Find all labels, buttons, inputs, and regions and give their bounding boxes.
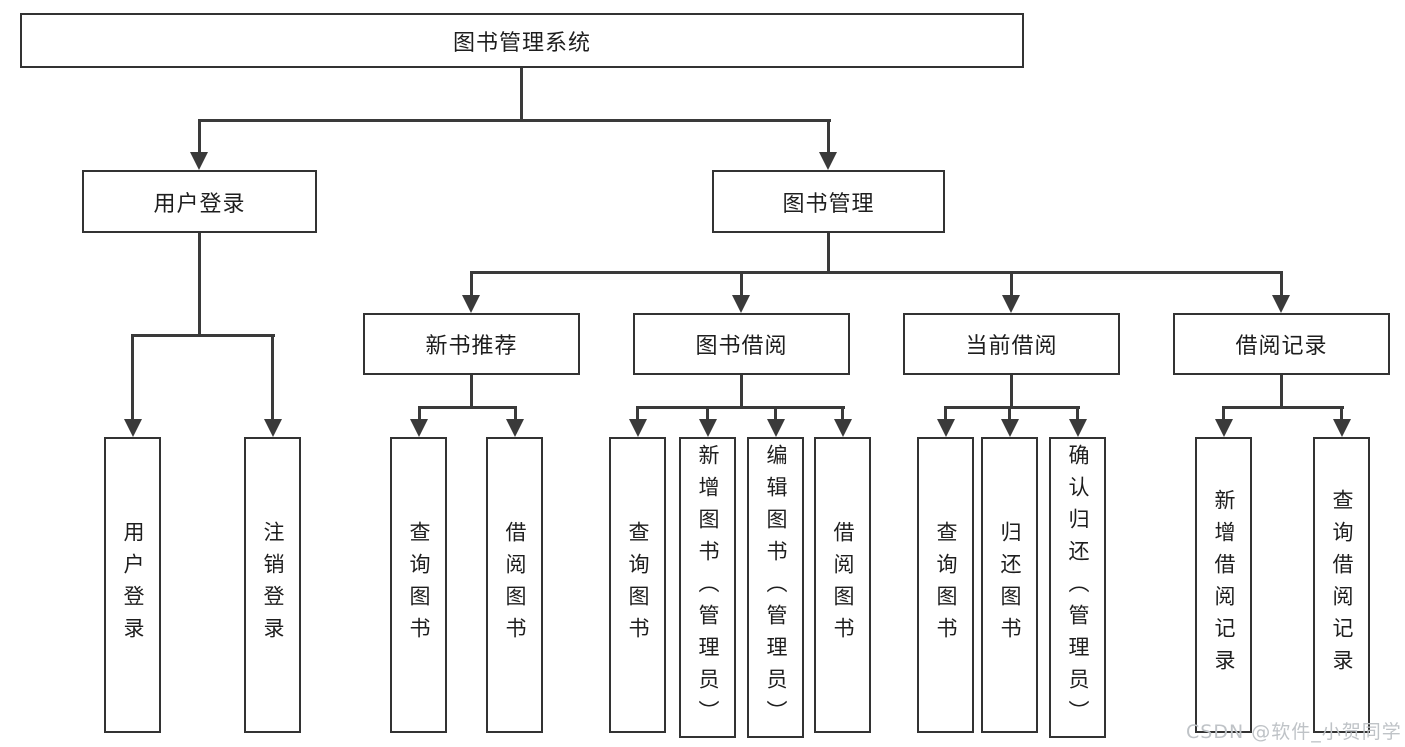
arrowhead <box>462 295 480 313</box>
node-borrow-records: 借阅记录 <box>1173 313 1390 375</box>
connector-line <box>131 334 134 421</box>
leaf-query-books-borrow: 查询图书 <box>609 437 666 733</box>
connector-line <box>131 334 275 337</box>
node-label: 编辑图书（管理员） <box>764 443 788 732</box>
connector-line <box>1010 375 1013 408</box>
connector-line <box>841 406 844 421</box>
node-label: 确认归还（管理员） <box>1066 443 1090 732</box>
connector-line <box>520 68 523 121</box>
node-label: 图书管理系统 <box>452 30 591 56</box>
arrowhead <box>1272 295 1290 313</box>
connector-line <box>418 406 421 421</box>
node-library-management-system: 图书管理系统 <box>20 13 1024 68</box>
leaf-add-books-admin: 新增图书（管理员） <box>679 437 736 738</box>
node-label: 用户登录 <box>153 191 246 217</box>
node-label: 借阅图书 <box>831 521 855 649</box>
node-label: 查询图书 <box>934 521 958 649</box>
arrowhead <box>937 419 955 437</box>
node-label: 新增图书（管理员） <box>696 443 720 732</box>
arrowhead <box>1002 295 1020 313</box>
connector-line <box>740 375 743 408</box>
arrowhead <box>506 419 524 437</box>
node-label: 查询图书 <box>407 521 431 649</box>
connector-line <box>774 406 777 421</box>
leaf-borrow-books-recommend: 借阅图书 <box>486 437 543 733</box>
node-label: 注销登录 <box>261 521 285 649</box>
arrowhead <box>1215 419 1233 437</box>
arrowhead <box>190 152 208 170</box>
connector-line <box>470 375 473 408</box>
connector-line <box>827 119 830 155</box>
node-book-management: 图书管理 <box>712 170 945 233</box>
connector-line <box>198 119 201 155</box>
arrowhead <box>629 419 647 437</box>
node-label: 借阅图书 <box>503 521 527 649</box>
connector-line <box>1222 406 1344 409</box>
node-current-borrow: 当前借阅 <box>903 313 1120 375</box>
connector-line <box>740 271 743 297</box>
leaf-query-books-recommend: 查询图书 <box>390 437 447 733</box>
connector-line <box>636 406 639 421</box>
connector-line <box>1280 375 1283 408</box>
leaf-confirm-return-admin: 确认归还（管理员） <box>1049 437 1106 738</box>
leaf-return-books: 归还图书 <box>981 437 1038 733</box>
connector-line <box>1340 406 1343 421</box>
arrowhead <box>1333 419 1351 437</box>
arrowhead <box>834 419 852 437</box>
connector-line <box>198 119 831 122</box>
arrowhead <box>264 419 282 437</box>
arrowhead <box>732 295 750 313</box>
node-user-login: 用户登录 <box>82 170 317 233</box>
connector-line <box>636 406 845 409</box>
node-label: 新增借阅记录 <box>1212 489 1236 681</box>
arrowhead <box>699 419 717 437</box>
arrowhead <box>819 152 837 170</box>
connector-line <box>470 271 473 297</box>
connector-line <box>1076 406 1079 421</box>
arrowhead <box>124 419 142 437</box>
arrowhead <box>1069 419 1087 437</box>
arrowhead <box>1001 419 1019 437</box>
node-label: 借阅记录 <box>1235 334 1328 359</box>
leaf-borrow-books-borrow: 借阅图书 <box>814 437 871 733</box>
leaf-logout-login: 注销登录 <box>244 437 301 733</box>
watermark: CSDN @软件_小贺同学 <box>1186 721 1402 743</box>
node-label: 图书借阅 <box>695 334 788 359</box>
node-new-book-recommend: 新书推荐 <box>363 313 580 375</box>
connector-line <box>1280 271 1283 297</box>
node-label: 新书推荐 <box>425 334 518 359</box>
connector-line <box>1222 406 1225 421</box>
connector-line <box>198 233 201 336</box>
node-label: 图书管理 <box>782 191 875 217</box>
leaf-user-login: 用户登录 <box>104 437 161 733</box>
connector-line <box>470 271 1283 274</box>
connector-line <box>944 406 1080 409</box>
node-label: 归还图书 <box>998 521 1022 649</box>
connector-line <box>1010 271 1013 297</box>
connector-line <box>514 406 517 421</box>
node-label: 查询借阅记录 <box>1330 489 1354 681</box>
node-label: 当前借阅 <box>965 334 1058 359</box>
connector-line <box>1008 406 1011 421</box>
arrowhead <box>767 419 785 437</box>
node-book-borrow: 图书借阅 <box>633 313 850 375</box>
connector-line <box>418 406 517 409</box>
connector-line <box>271 334 274 421</box>
connector-line <box>827 233 830 274</box>
arrowhead <box>410 419 428 437</box>
leaf-query-borrow-record: 查询借阅记录 <box>1313 437 1370 733</box>
connector-line <box>706 406 709 421</box>
leaf-add-borrow-record: 新增借阅记录 <box>1195 437 1252 733</box>
node-label: 查询图书 <box>626 521 650 649</box>
node-label: 用户登录 <box>121 521 145 649</box>
leaf-query-books-current: 查询图书 <box>917 437 974 733</box>
connector-line <box>944 406 947 421</box>
leaf-edit-books-admin: 编辑图书（管理员） <box>747 437 804 738</box>
